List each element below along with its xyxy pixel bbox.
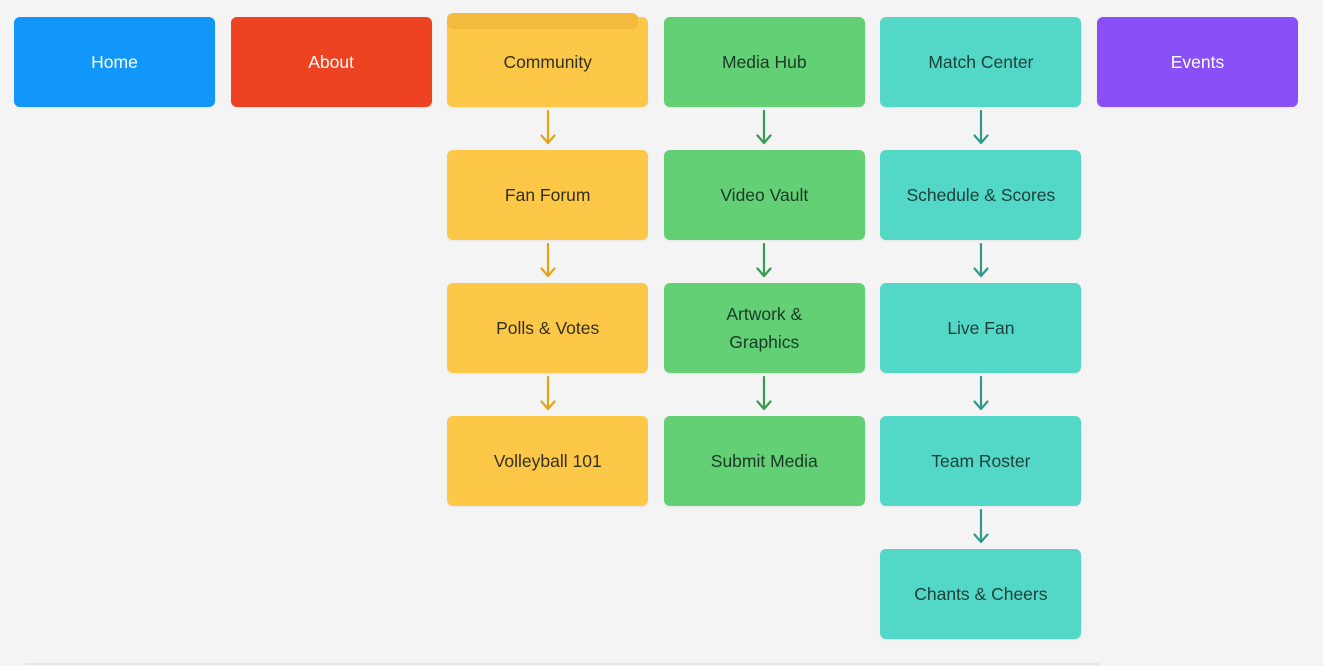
arrow-down-icon xyxy=(447,240,648,283)
node-volleyball-101-label: Volleyball 101 xyxy=(493,451,602,471)
node-community-label: Community xyxy=(503,52,592,72)
cell-polls-votes: Polls & Votes xyxy=(447,283,649,411)
cell-artwork-graphics: Artwork & Graphics xyxy=(663,283,865,411)
arrow-down-icon xyxy=(880,107,1081,150)
sitemap-grid: Home About Community Fan Forum xyxy=(14,13,1298,639)
node-about-label: About xyxy=(308,52,354,72)
node-polls-votes-label: Polls & Votes xyxy=(496,318,600,338)
arrow-down-icon xyxy=(880,506,1081,549)
node-polls-votes[interactable]: Polls & Votes xyxy=(447,283,649,373)
node-fan-forum-label: Fan Forum xyxy=(504,185,591,205)
node-match-center[interactable]: Match Center xyxy=(880,17,1082,107)
cell-video-vault: Video Vault xyxy=(663,150,865,278)
cell-about: About xyxy=(230,17,432,107)
arrow-down-icon xyxy=(664,107,865,150)
node-team-roster-label: Team Roster xyxy=(931,451,1031,471)
node-artwork-graphics[interactable]: Artwork & Graphics xyxy=(663,283,865,373)
node-submit-media-label: Submit Media xyxy=(710,451,818,471)
node-media-hub[interactable]: Media Hub xyxy=(663,17,865,107)
node-home[interactable]: Home xyxy=(14,17,215,107)
node-about[interactable]: About xyxy=(230,17,432,107)
node-video-vault-label: Video Vault xyxy=(720,185,809,205)
node-home-label: Home xyxy=(91,52,138,72)
cell-team-roster: Team Roster xyxy=(880,416,1082,544)
node-chants-cheers[interactable]: Chants & Cheers xyxy=(880,549,1082,639)
node-live-fan[interactable]: Live Fan xyxy=(880,283,1082,373)
node-volleyball-101[interactable]: Volleyball 101 xyxy=(447,416,649,506)
arrow-down-icon xyxy=(880,373,1081,416)
node-schedule-scores-label: Schedule & Scores xyxy=(906,185,1056,205)
node-chants-cheers-label: Chants & Cheers xyxy=(914,584,1048,604)
node-submit-media[interactable]: Submit Media xyxy=(663,416,865,506)
node-live-fan-label: Live Fan xyxy=(947,318,1015,338)
scrollbar-horizontal-track[interactable] xyxy=(25,663,1100,665)
node-schedule-scores[interactable]: Schedule & Scores xyxy=(880,150,1082,240)
cell-volleyball-101: Volleyball 101 xyxy=(447,416,649,506)
node-community[interactable]: Community xyxy=(447,13,649,107)
cell-community: Community xyxy=(447,13,649,145)
node-video-vault[interactable]: Video Vault xyxy=(663,150,865,240)
cell-fan-forum: Fan Forum xyxy=(447,150,649,278)
node-events-label: Events xyxy=(1170,52,1225,72)
node-artwork-graphics-label: Artwork & Graphics xyxy=(726,304,803,352)
arrow-down-icon xyxy=(447,107,648,150)
cell-chants-cheers: Chants & Cheers xyxy=(880,549,1082,639)
cell-submit-media: Submit Media xyxy=(663,416,865,506)
cell-events: Events xyxy=(1096,17,1298,107)
node-fan-forum[interactable]: Fan Forum xyxy=(447,150,649,240)
arrow-down-icon xyxy=(664,373,865,416)
node-events[interactable]: Events xyxy=(1096,17,1298,107)
cell-home: Home xyxy=(14,17,215,107)
cell-match-center: Match Center xyxy=(880,17,1082,145)
arrow-down-icon xyxy=(880,240,1081,283)
node-media-hub-label: Media Hub xyxy=(721,52,807,72)
cell-schedule-scores: Schedule & Scores xyxy=(880,150,1082,278)
node-team-roster[interactable]: Team Roster xyxy=(880,416,1082,506)
cell-media-hub: Media Hub xyxy=(663,17,865,145)
arrow-down-icon xyxy=(664,240,865,283)
arrow-down-icon xyxy=(447,373,648,416)
node-match-center-label: Match Center xyxy=(928,52,1034,72)
cell-live-fan: Live Fan xyxy=(880,283,1082,411)
